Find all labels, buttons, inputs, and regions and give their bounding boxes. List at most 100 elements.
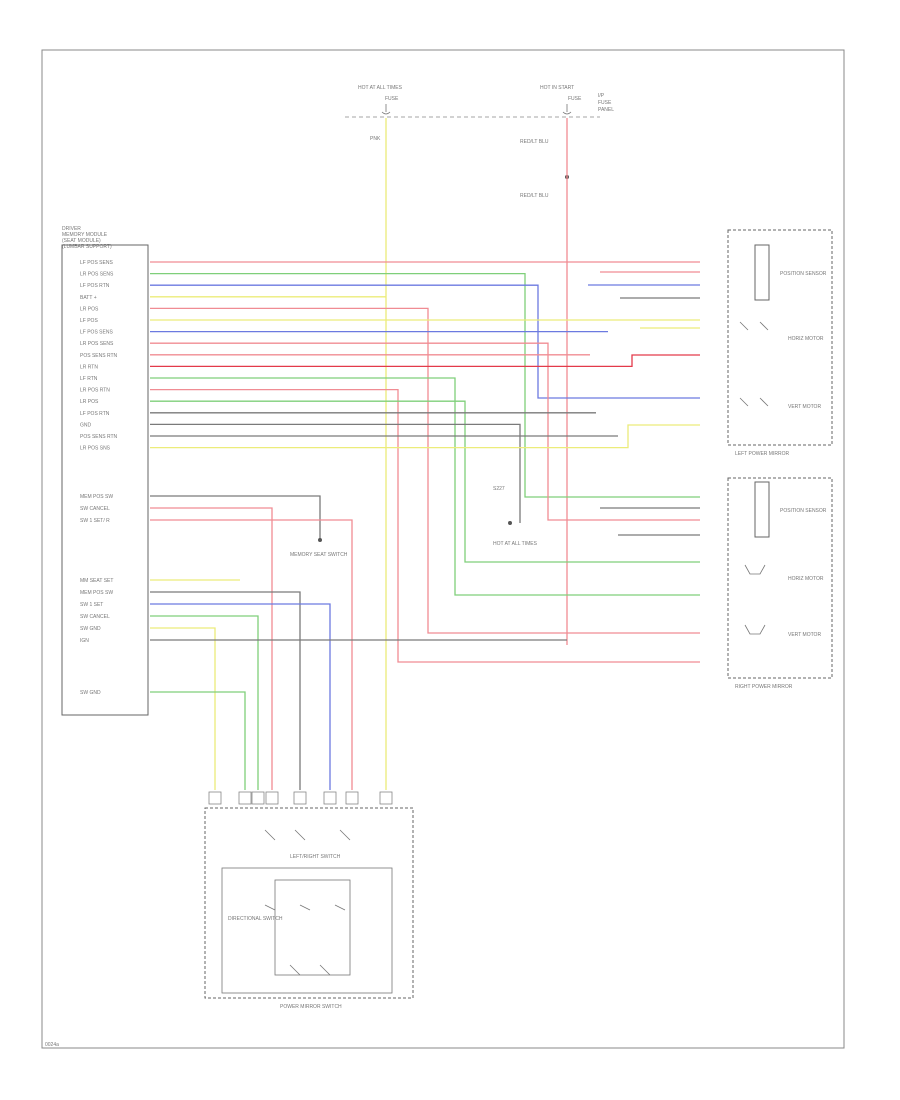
module-pin-label: SW CANCEL [80, 614, 110, 620]
position-sensor-1-box [754, 244, 770, 301]
module-pin-label: LF RTN [80, 376, 98, 382]
horiz-motor-2-symbol [744, 564, 766, 575]
left-mirror-box [727, 229, 833, 446]
module-pin-label: LR POS SNS [80, 446, 111, 452]
position-sensor-2-box [754, 481, 770, 538]
memory-switch-label: MEMORY SEAT SWITCH [290, 552, 348, 558]
module-pin-label: LR POS RTN [80, 388, 110, 394]
vert-motor-1-symbol [739, 397, 769, 407]
wire-row-17 [150, 424, 700, 449]
wire-row-13 [150, 400, 700, 563]
fuse-right-symbol [562, 104, 572, 115]
right-mirror-label: RIGHT POWER MIRROR [735, 684, 793, 690]
fuse-right-wire-1: RED/LT BLU [520, 139, 549, 145]
fuse-right-label: HOT IN START [540, 85, 574, 91]
vert-motor-2-symbol [744, 624, 766, 635]
directional-switch-label: DIRECTIONAL SWITCH [228, 916, 283, 922]
horiz-motor-1-label: HORIZ MOTOR [788, 336, 824, 342]
footer-code: 0024a [45, 1042, 59, 1048]
fuse-left-name: FUSE [385, 96, 399, 102]
switch-contacts-mid [264, 904, 346, 911]
fuse-right-name: FUSE [568, 96, 582, 102]
vert-motor-1-label: VERT MOTOR [788, 404, 821, 410]
left-mirror-label: LEFT POWER MIRROR [735, 451, 789, 457]
module-label-1: DRIVER [62, 226, 81, 232]
wire-row-2 [150, 272, 700, 498]
wire-row-11 [150, 377, 700, 596]
splice-label: S227 [493, 486, 505, 492]
fuse-left-label: HOT AT ALL TIMES [358, 85, 403, 91]
fuse-left-symbol [381, 104, 391, 115]
module-label-2: MEMORY MODULE [62, 232, 108, 238]
module-pin-label: POS SENS RTN [80, 353, 118, 359]
switch-contacts-top [264, 829, 351, 841]
module-pin-label: SW 1 SET/ R [80, 518, 110, 524]
wire-mem-3 [150, 519, 353, 790]
splice-dot [508, 521, 512, 525]
fuse-side-note-3: PANEL [598, 107, 614, 113]
wire-row-3 [150, 284, 700, 399]
module-pin-label: SW GND [80, 626, 101, 632]
switch-connector-pin [323, 791, 337, 805]
module-pin-label: POS SENS RTN [80, 434, 118, 440]
switch-connector-pin [251, 791, 265, 805]
position-sensor-2-label: POSITION SENSOR [780, 508, 827, 514]
wire-row-5 [150, 307, 700, 634]
switch-connector-pin [345, 791, 359, 805]
switch-contacts-bot [289, 964, 331, 976]
wire-mem-1 [150, 495, 321, 540]
module-pin-label: LR POS SENS [80, 341, 114, 347]
module-pin-label: MEM POS SW [80, 494, 113, 500]
module-pin-label: SW CANCEL [80, 506, 110, 512]
wire-harness [150, 118, 700, 790]
directional-inner-box [274, 879, 351, 976]
module-pin-label: SW 1 SET [80, 602, 103, 608]
horiz-motor-2-label: HORIZ MOTOR [788, 576, 824, 582]
wire-mem-10 [150, 691, 246, 790]
module-label-4: (LUMBAR SUPPORT) [62, 244, 112, 250]
left-right-switch-label: LEFT/RIGHT SWITCH [290, 854, 341, 860]
memory-module-box [61, 244, 149, 716]
wire-mem-6 [150, 603, 331, 790]
fuse-side-note-1: I/P [598, 93, 605, 99]
switch-connector-pin [293, 791, 307, 805]
module-pin-label: LF POS RTN [80, 283, 110, 289]
directional-switch-box [221, 867, 393, 994]
switch-connector-pin [265, 791, 279, 805]
module-pin-label: IGN [80, 638, 89, 644]
module-pin-label: LR POS [80, 399, 99, 405]
memory-switch-dot [318, 538, 322, 542]
right-mirror-box [727, 477, 833, 679]
module-pin-label: LF POS SENS [80, 260, 113, 266]
module-pin-label: SW GND [80, 690, 101, 696]
fuse-side-note-2: FUSE [598, 100, 612, 106]
module-pin-label: LF POS SENS [80, 330, 113, 336]
wire-mem-7 [150, 615, 259, 790]
module-pin-label: GND [80, 422, 92, 428]
horiz-motor-1-symbol [739, 321, 769, 331]
switch-connector-pin [208, 791, 222, 805]
fuse-right-wire-2: RED/LT BLU [520, 193, 549, 199]
switch-connectors [208, 791, 393, 805]
fuse-left-wire: PNK [370, 136, 381, 142]
module-pin-label: LR POS SENS [80, 272, 114, 278]
switch-connector-pin [238, 791, 252, 805]
wire-mem-2 [150, 507, 273, 790]
wire-mem-8 [150, 627, 216, 790]
wire-row-15 [150, 423, 521, 523]
power-mirror-switch-box [204, 807, 414, 999]
wire-row-10 [150, 354, 700, 368]
wire-mem-5 [150, 591, 301, 790]
position-sensor-1-label: POSITION SENSOR [780, 271, 827, 277]
module-pin-label: LF POS [80, 318, 98, 324]
wire-row-8 [150, 342, 700, 521]
diagram-frame [41, 49, 845, 1049]
module-pin-label: LF POS RTN [80, 411, 110, 417]
switch-connector-pin [379, 791, 393, 805]
module-pin-label: LR POS [80, 306, 99, 312]
module-pin-label: LR RTN [80, 364, 98, 370]
module-pin-label: MM SEAT SET [80, 578, 113, 584]
power-mirror-switch-label: POWER MIRROR SWITCH [280, 1004, 342, 1010]
